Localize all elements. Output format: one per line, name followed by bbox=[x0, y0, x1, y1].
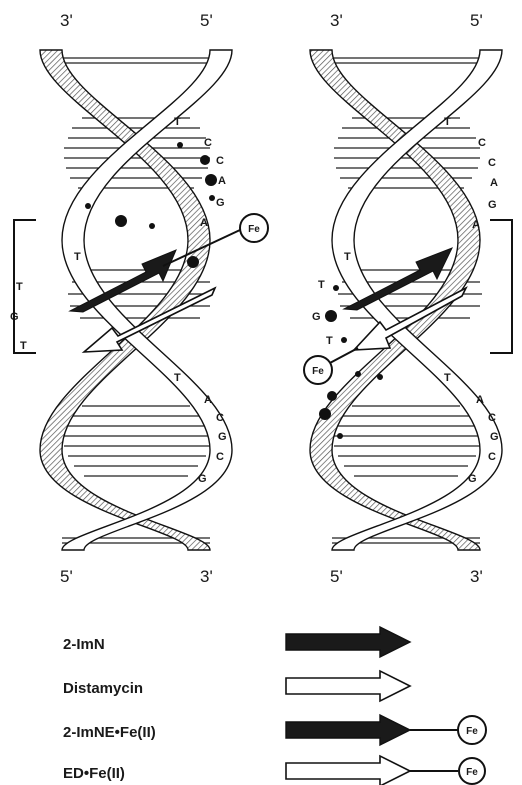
base-label: C bbox=[488, 412, 496, 424]
base-label: G bbox=[216, 197, 225, 209]
right-base-pair-rungs bbox=[332, 58, 482, 543]
legend-fe-label: Fe bbox=[466, 767, 478, 778]
base-label: T bbox=[444, 116, 451, 128]
base-label: G bbox=[488, 199, 497, 211]
base-label: C bbox=[488, 157, 496, 169]
helix-right: 3' 5' T C C A G A bbox=[304, 11, 512, 586]
legend-arrow-2-imn bbox=[286, 627, 410, 657]
left-fe-label: Fe bbox=[248, 224, 260, 235]
base-label: T bbox=[344, 251, 351, 263]
helix-left: 3' 5' T C C A G A bbox=[10, 11, 268, 586]
base-label: A bbox=[472, 219, 480, 231]
base-label: T bbox=[326, 335, 333, 347]
legend-arrow-distamycin bbox=[286, 671, 410, 701]
legend-label: 2-ImN bbox=[63, 636, 105, 653]
base-label: C bbox=[204, 137, 212, 149]
right-fe-tether bbox=[328, 348, 358, 364]
right-top-5prime-label: 5' bbox=[470, 11, 483, 30]
base-label: G bbox=[490, 431, 499, 443]
right-bottom-3prime-label: 3' bbox=[470, 567, 483, 586]
right-top-3prime-label: 3' bbox=[330, 11, 343, 30]
base-label: T bbox=[318, 279, 325, 291]
right-bottom-5prime-label: 5' bbox=[330, 567, 343, 586]
legend-row-distamycin: Distamycin bbox=[63, 671, 410, 701]
base-label: G bbox=[468, 473, 477, 485]
base-label: A bbox=[490, 177, 498, 189]
base-label: A bbox=[204, 394, 212, 406]
base-label: G bbox=[312, 311, 321, 323]
legend-label: Distamycin bbox=[63, 680, 143, 697]
base-label: T bbox=[20, 340, 27, 352]
base-label: A bbox=[476, 394, 484, 406]
base-label: C bbox=[216, 155, 224, 167]
legend-arrow-ed-fe bbox=[286, 756, 410, 785]
base-label: G bbox=[198, 473, 207, 485]
base-label: T bbox=[444, 372, 451, 384]
base-label: G bbox=[218, 431, 227, 443]
legend: 2-ImN Distamycin 2-ImNE•Fe(II) Fe ED•Fe(… bbox=[63, 627, 486, 785]
right-fe-label: Fe bbox=[312, 366, 324, 377]
base-label: T bbox=[174, 372, 181, 384]
base-label: T bbox=[16, 281, 23, 293]
left-top-5prime-label: 5' bbox=[200, 11, 213, 30]
left-top-3prime-label: 3' bbox=[60, 11, 73, 30]
legend-arrow-2-imne-fe bbox=[286, 715, 410, 745]
legend-row-ed-fe: ED•Fe(II) Fe bbox=[63, 756, 485, 785]
base-label: A bbox=[218, 175, 226, 187]
right-binding-bracket bbox=[490, 220, 512, 353]
left-bottom-5prime-label: 5' bbox=[60, 567, 73, 586]
base-label: C bbox=[216, 412, 224, 424]
legend-row-2-imne-fe: 2-ImNE•Fe(II) Fe bbox=[63, 715, 486, 745]
base-label: A bbox=[200, 217, 208, 229]
legend-label: ED•Fe(II) bbox=[63, 765, 125, 782]
left-strand-shaded bbox=[40, 50, 210, 550]
left-bottom-3prime-label: 3' bbox=[200, 567, 213, 586]
legend-label: 2-ImNE•Fe(II) bbox=[63, 724, 156, 741]
base-label: C bbox=[488, 451, 496, 463]
base-label: T bbox=[174, 116, 181, 128]
legend-row-2-imn: 2-ImN bbox=[63, 627, 410, 657]
legend-fe-label: Fe bbox=[466, 726, 478, 737]
left-ligand-arrows: Fe bbox=[70, 214, 268, 352]
base-label: C bbox=[478, 137, 486, 149]
base-label: C bbox=[216, 451, 224, 463]
base-label: T bbox=[74, 251, 81, 263]
